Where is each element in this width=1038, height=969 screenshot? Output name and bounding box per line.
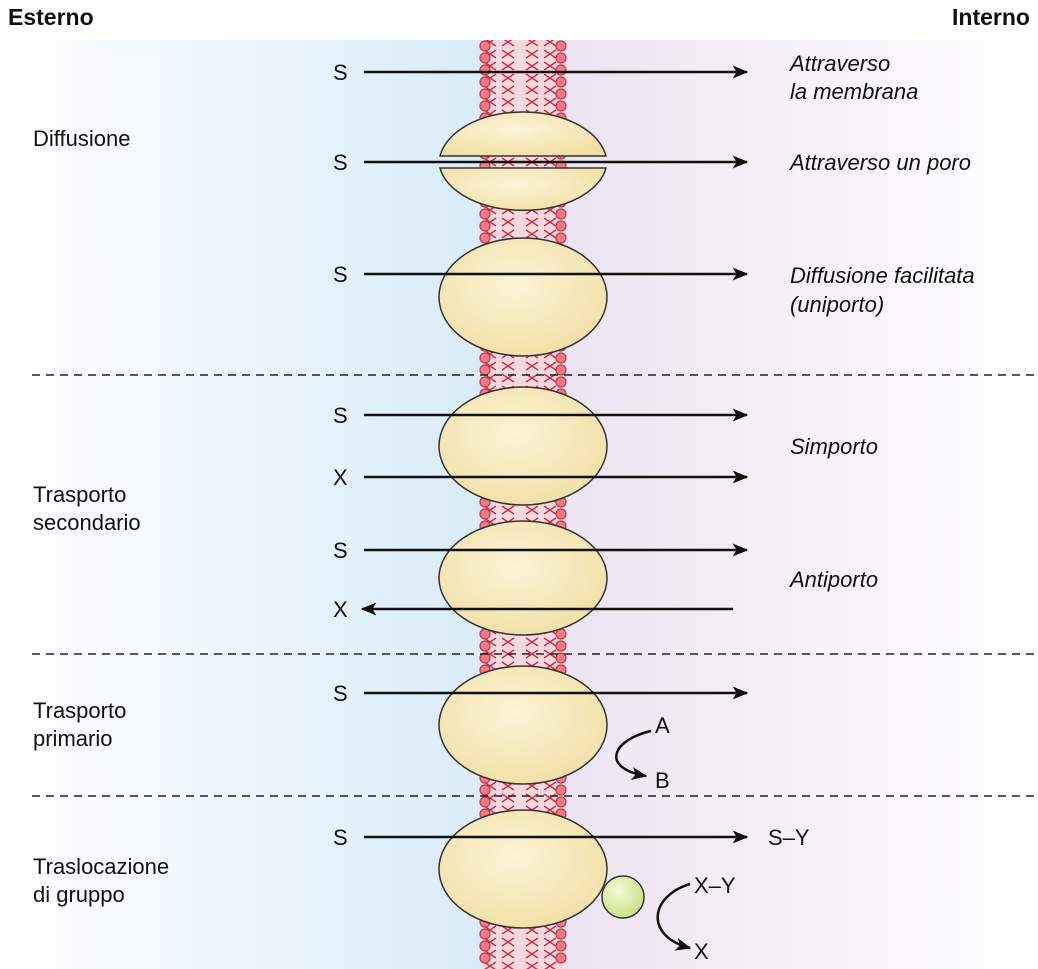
substrate-s-label: S [333,681,348,706]
lipid-head-bead [480,785,490,795]
lipid-head-bead [480,797,490,807]
lipid-head-bead [556,797,566,807]
substrate-s-label: S [333,60,348,85]
lipid-head-bead [480,41,490,51]
desc-antiport: Antiporto [788,567,878,592]
lipid-head-bead [480,209,490,219]
lipid-head-bead [556,101,566,111]
lipid-head-bead [480,65,490,75]
lipid-head-bead [556,209,566,219]
released-x-label: X [694,939,709,964]
symporter-protein [439,387,607,505]
substrate-s-label: S [333,825,348,850]
substrate-s-label: S [333,150,348,175]
lipid-head-bead [556,221,566,231]
desc-through-pore: Attraverso un poro [788,150,971,175]
lipid-head-bead [480,353,490,363]
lipid-head-bead [480,89,490,99]
outside-header: Esterno [8,4,94,30]
lipid-head-bead [480,233,490,243]
cosubstrate-x-label: X [333,465,348,490]
lipid-head-bead [556,365,566,375]
desc-symport: Simporto [790,434,878,459]
lipid-head-bead [556,641,566,651]
lipid-head-bead [556,65,566,75]
cosubstrate-x-label: X [333,597,348,622]
substrate-s-label: S [333,538,348,563]
inside-header: Interno [952,4,1030,30]
lipid-head-bead [480,509,490,519]
lipid-head-bead [556,941,566,951]
donor-x-y-label: X–Y [694,873,736,898]
lipid-head-bead [556,953,566,963]
lipid-head-bead [556,233,566,243]
lipid-head-bead [480,641,490,651]
lipid-head-bead [480,77,490,87]
energy-input-a-label: A [655,713,670,738]
lipid-head-bead [480,101,490,111]
lipid-head-bead [556,509,566,519]
substrate-s-label: S [333,403,348,428]
lipid-head-bead [556,353,566,363]
group-translocator-protein [439,810,607,928]
lipid-head-bead [556,89,566,99]
phosphotransferase-enzyme [602,876,644,918]
substrate-s-label: S [333,262,348,287]
lipid-head-bead [480,221,490,231]
antiporter-protein [439,521,607,635]
lipid-head-bead [480,53,490,63]
lipid-head-bead [480,377,490,387]
product-s-y-label: S–Y [768,825,810,850]
lipid-head-bead [480,953,490,963]
lipid-head-bead [480,365,490,375]
lipid-head-bead [556,929,566,939]
lipid-head-bead [480,929,490,939]
primary-transporter-protein [439,666,607,784]
category-diffusion: Diffusione [33,126,130,151]
lipid-head-bead [556,785,566,795]
lipid-head-bead [556,377,566,387]
lipid-head-bead [556,53,566,63]
lipid-head-bead [556,41,566,51]
energy-output-b-label: B [655,768,670,793]
lipid-head-bead [556,77,566,87]
uniporter-protein [439,238,607,356]
lipid-head-bead [480,941,490,951]
